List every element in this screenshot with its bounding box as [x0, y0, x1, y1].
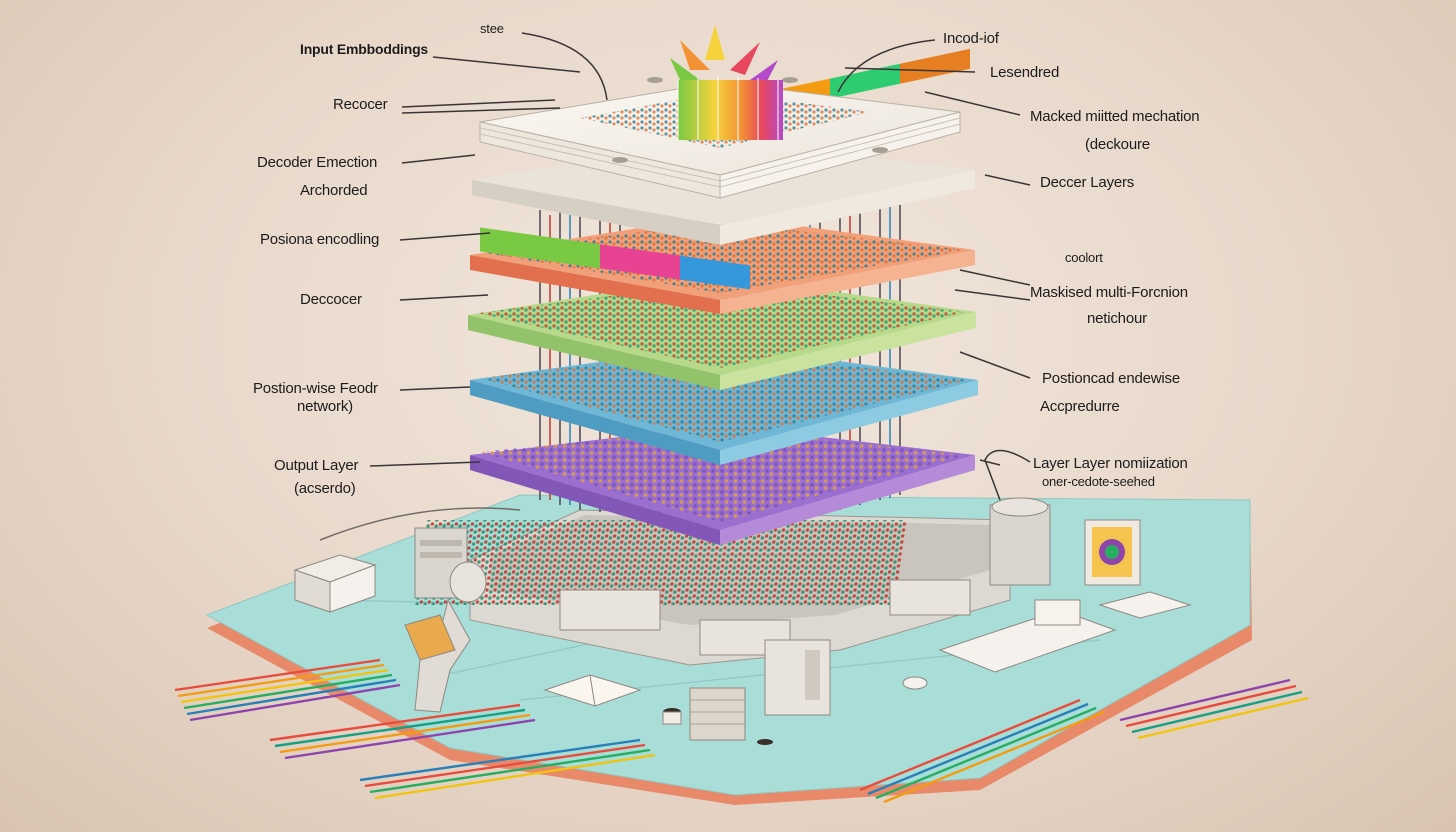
label-postion-wise-2: network)	[297, 398, 353, 416]
label-coolort: coolort	[1065, 249, 1103, 267]
server-box-icon-right	[990, 498, 1050, 585]
label-input-embeddings: Input Embboddings	[300, 40, 428, 58]
mouse-icon	[903, 677, 927, 689]
label-output-layer: Output Layer	[274, 457, 358, 475]
label-stee: stee	[480, 20, 504, 38]
label-deccocer: Deccocer	[300, 291, 362, 309]
label-incodof: Incod-iof	[943, 30, 999, 48]
label-recocer: Recocer	[333, 96, 387, 114]
paper-stack-icon	[690, 688, 745, 740]
label-decoder-emection: Decoder Emection	[257, 154, 377, 172]
label-layer-norm-1: Layer Layer nomiization	[1033, 455, 1188, 473]
label-layer-norm-2: oner-cedote-seehed	[1042, 473, 1155, 491]
label-postion-wise-1: Postion-wise Feodr	[253, 380, 378, 398]
label-maskised-2: netichour	[1087, 310, 1147, 328]
label-macked-2: (deckoure	[1085, 136, 1150, 154]
label-maskised-1: Maskised multi-Forcnion	[1030, 284, 1188, 302]
label-postioncad-1: Postioncad endewise	[1042, 370, 1180, 388]
label-macked-1: Macked miitted mechation	[1030, 108, 1199, 126]
label-archorded: Archorded	[300, 182, 367, 200]
label-postioncad-2: Accpredurre	[1040, 398, 1120, 416]
label-deccer-layers: Deccer Layers	[1040, 174, 1134, 192]
label-lesendred: Lesendred	[990, 64, 1059, 82]
label-acserdo: (acserdo)	[294, 480, 356, 498]
server-tower-icon	[765, 640, 830, 715]
desktop-computer-icon	[1085, 520, 1140, 585]
label-posiona-encoding: Posiona encodling	[260, 231, 379, 249]
prism-bar-chart-icon	[670, 25, 783, 142]
